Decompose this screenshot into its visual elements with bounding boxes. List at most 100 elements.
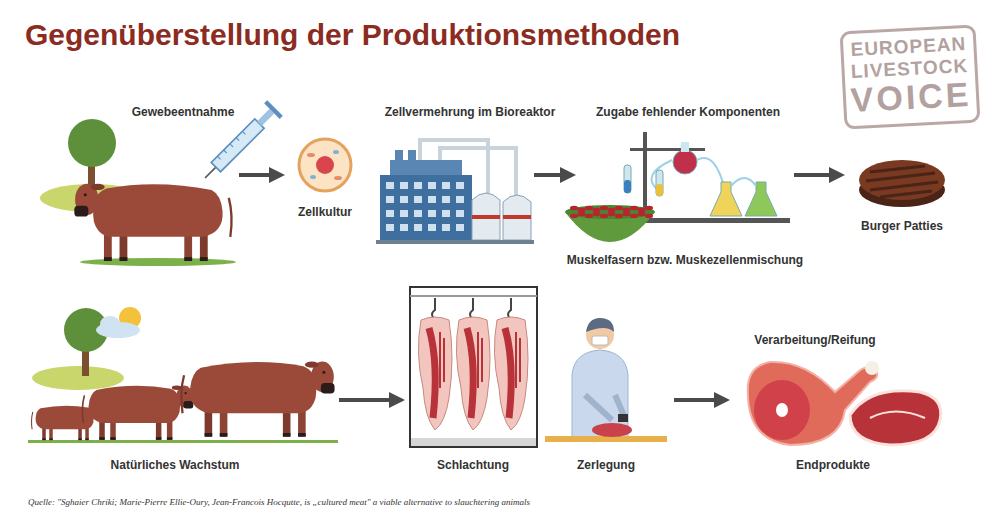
process-step: Zellvermehrung im Bioreaktor bbox=[372, 103, 530, 248]
illustration-shape bbox=[456, 182, 464, 189]
illustration-shape bbox=[414, 182, 422, 189]
illustration-shape bbox=[608, 212, 616, 216]
step-label: Zerlegung bbox=[577, 458, 635, 472]
illustration-shape bbox=[334, 176, 342, 180]
illustration-shape bbox=[865, 361, 879, 375]
illustration-shape bbox=[400, 182, 408, 189]
illustration-shape bbox=[82, 386, 193, 440]
illustration-shape bbox=[181, 362, 334, 437]
illustration-shape bbox=[205, 167, 216, 178]
illustration-shape bbox=[585, 214, 593, 218]
step-label: Schlachtung bbox=[437, 458, 509, 472]
illustration-shape bbox=[428, 196, 436, 203]
illustration-shape bbox=[592, 336, 608, 345]
flow-arrow bbox=[239, 173, 281, 177]
slaughter-room bbox=[410, 287, 537, 447]
illustration-shape bbox=[264, 100, 283, 119]
illustration-shape bbox=[776, 403, 788, 417]
bioreactor bbox=[376, 140, 534, 244]
illustration-shape bbox=[410, 287, 537, 447]
illustration-shape bbox=[390, 160, 462, 176]
illustration-shape bbox=[400, 196, 408, 203]
illustration-shape bbox=[681, 142, 689, 152]
illustration-shape bbox=[333, 150, 339, 154]
illustration-shape bbox=[400, 210, 408, 217]
illustration-shape bbox=[442, 224, 450, 231]
watermark-text: VOICE bbox=[845, 77, 977, 118]
illustration-shape bbox=[386, 196, 394, 203]
illustration-shape bbox=[745, 182, 777, 216]
illustration-shape bbox=[386, 210, 394, 217]
illustration-shape bbox=[645, 214, 653, 218]
illustration-shape bbox=[624, 165, 631, 193]
illustration-shape bbox=[586, 318, 614, 332]
illustration-shape bbox=[428, 210, 436, 217]
illustration-shape bbox=[618, 414, 628, 422]
illustration-shape bbox=[414, 210, 422, 217]
illustration-shape bbox=[472, 215, 500, 219]
illustration-shape bbox=[386, 182, 464, 231]
illustration-shape bbox=[428, 182, 436, 189]
step-label: Zellkultur bbox=[298, 205, 352, 219]
illustration-shape bbox=[608, 208, 616, 212]
illustration-shape bbox=[386, 224, 394, 231]
illustration-shape bbox=[645, 206, 653, 210]
illustration-shape bbox=[211, 119, 264, 172]
illustration-shape bbox=[624, 180, 631, 193]
illustration-shape bbox=[585, 206, 593, 210]
flow-arrow bbox=[794, 173, 841, 177]
title: Gegenüberstellung der Produktionsmethode… bbox=[25, 18, 680, 52]
illustration-shape bbox=[414, 224, 422, 231]
process-step: Natürliches Wachstum bbox=[28, 300, 335, 475]
step-label: Muskelfasern bzw. Muskezellenmischung bbox=[567, 253, 803, 267]
cow-scene bbox=[40, 100, 283, 266]
process-step: Gewebeentnahme bbox=[40, 103, 235, 263]
illustration-shape bbox=[545, 436, 667, 442]
illustration-shape bbox=[630, 214, 638, 218]
illustration-shape bbox=[428, 224, 436, 231]
illustration-shape bbox=[503, 215, 531, 219]
step-label: Endprodukte bbox=[796, 458, 870, 472]
illustration-shape bbox=[400, 224, 408, 231]
illustration-shape bbox=[570, 214, 578, 218]
illustration-shape bbox=[565, 205, 655, 219]
illustration-shape bbox=[673, 150, 697, 174]
illustration-shape bbox=[638, 212, 646, 216]
illustration-shape bbox=[630, 148, 705, 151]
illustration-shape bbox=[418, 298, 452, 430]
illustration-shape bbox=[376, 240, 534, 244]
illustration-shape bbox=[623, 212, 631, 216]
illustration-shape bbox=[503, 195, 531, 240]
illustration-shape bbox=[28, 440, 338, 443]
illustration-shape bbox=[656, 184, 663, 196]
illustration-shape bbox=[456, 196, 464, 203]
illustration-shape bbox=[32, 366, 124, 390]
illustration-shape bbox=[570, 206, 653, 218]
step-label: Zugabe fehlender Komponenten bbox=[596, 105, 780, 119]
illustration-shape bbox=[578, 208, 586, 212]
illustration-shape bbox=[316, 156, 334, 174]
process-step: Zugabe fehlender KomponentenMuskelfasern… bbox=[576, 103, 790, 268]
meat-products bbox=[748, 361, 941, 445]
illustration-shape bbox=[257, 109, 274, 126]
illustration-shape bbox=[731, 178, 756, 186]
illustration-shape bbox=[859, 160, 945, 200]
watermark-stamp: EUROPEANLIVESTOCKVOICE bbox=[840, 25, 981, 130]
process-step: Verarbeitung/ReifungEndprodukte bbox=[730, 328, 945, 475]
illustration-shape bbox=[578, 212, 586, 216]
illustration-shape bbox=[74, 184, 231, 261]
illustration-shape bbox=[414, 196, 422, 203]
illustration-shape bbox=[866, 166, 938, 197]
illustration-shape bbox=[600, 214, 608, 218]
process-step: Schlachtung bbox=[405, 285, 540, 475]
lab-equipment bbox=[565, 132, 790, 242]
illustration-shape bbox=[754, 380, 810, 440]
process-step: Burger Patties bbox=[845, 140, 957, 235]
illustration-shape bbox=[411, 438, 536, 446]
illustration-shape bbox=[299, 139, 351, 191]
flow-arrow bbox=[534, 173, 572, 177]
illustration-shape bbox=[80, 258, 236, 266]
cell-icon bbox=[299, 139, 351, 191]
illustration-shape bbox=[442, 182, 450, 189]
